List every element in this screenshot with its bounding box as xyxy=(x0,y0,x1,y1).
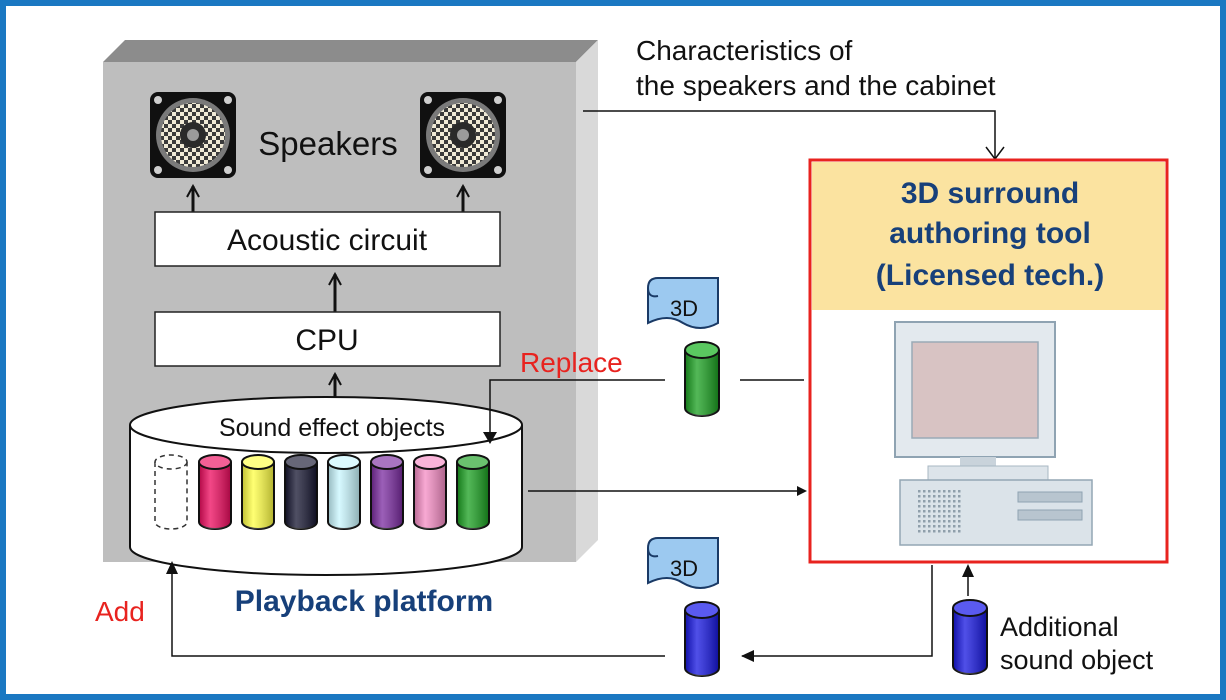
replace-label: Replace xyxy=(520,347,623,378)
tool-title-line1: 3D surround xyxy=(901,177,1079,210)
computer-vent-grille xyxy=(918,490,961,533)
additional-blue-object xyxy=(952,599,988,675)
sound-object-cylinder xyxy=(284,454,318,530)
additional-object-to-tool-arrowhead xyxy=(962,564,974,577)
tool-to-blue-object-arrowhead xyxy=(741,650,754,662)
cpu-box xyxy=(154,311,501,367)
tool-title-line2: authoring tool xyxy=(889,217,1091,250)
speaker-left xyxy=(150,92,236,178)
speaker-right xyxy=(420,92,506,178)
characteristics-label-line1: Characteristics of xyxy=(636,35,853,66)
tag-3d-bottom-label: 3D xyxy=(670,556,698,581)
authoring-tool-header xyxy=(812,162,1165,310)
tool-title-line3: (Licensed tech.) xyxy=(876,259,1104,292)
add-connector xyxy=(171,563,665,657)
add-label: Add xyxy=(95,596,145,627)
replace-connector xyxy=(489,379,665,440)
sound-object-cylinder xyxy=(198,454,232,530)
sound-object-cylinder xyxy=(456,454,490,530)
green-replacement-object xyxy=(684,341,720,417)
sound-object-cylinder xyxy=(327,454,361,530)
tag-3d-top-label: 3D xyxy=(670,296,698,321)
blue-new-object xyxy=(684,601,720,677)
cpu-label: CPU xyxy=(295,324,358,357)
computer-icon xyxy=(894,321,1093,546)
replace-arrowhead xyxy=(483,432,497,444)
add-arrowhead xyxy=(166,561,178,574)
tag-3d-bottom xyxy=(647,537,719,589)
playback-platform-label: Playback platform xyxy=(235,585,493,618)
acoustic-circuit-box xyxy=(154,211,501,267)
characteristics-connector xyxy=(583,110,996,158)
characteristics-label-line2: the speakers and the cabinet xyxy=(636,70,996,101)
empty-object-slot xyxy=(154,454,188,530)
speakers-label: Speakers xyxy=(258,125,397,162)
sound-effect-objects-label: Sound effect objects xyxy=(219,414,445,442)
authoring-tool-border xyxy=(808,158,1169,564)
tag-3d-top xyxy=(647,277,719,329)
sound-object-cylinder xyxy=(241,454,275,530)
sound-object-cylinder xyxy=(370,454,404,530)
tool-to-blue-object-line xyxy=(742,565,933,657)
object-cylinders xyxy=(154,454,490,530)
acoustic-circuit-label: Acoustic circuit xyxy=(227,224,428,257)
sound-object-cylinder xyxy=(413,454,447,530)
additional-object-label-line1: Additional xyxy=(1000,612,1119,642)
additional-object-label-line2: sound object xyxy=(1000,645,1154,675)
